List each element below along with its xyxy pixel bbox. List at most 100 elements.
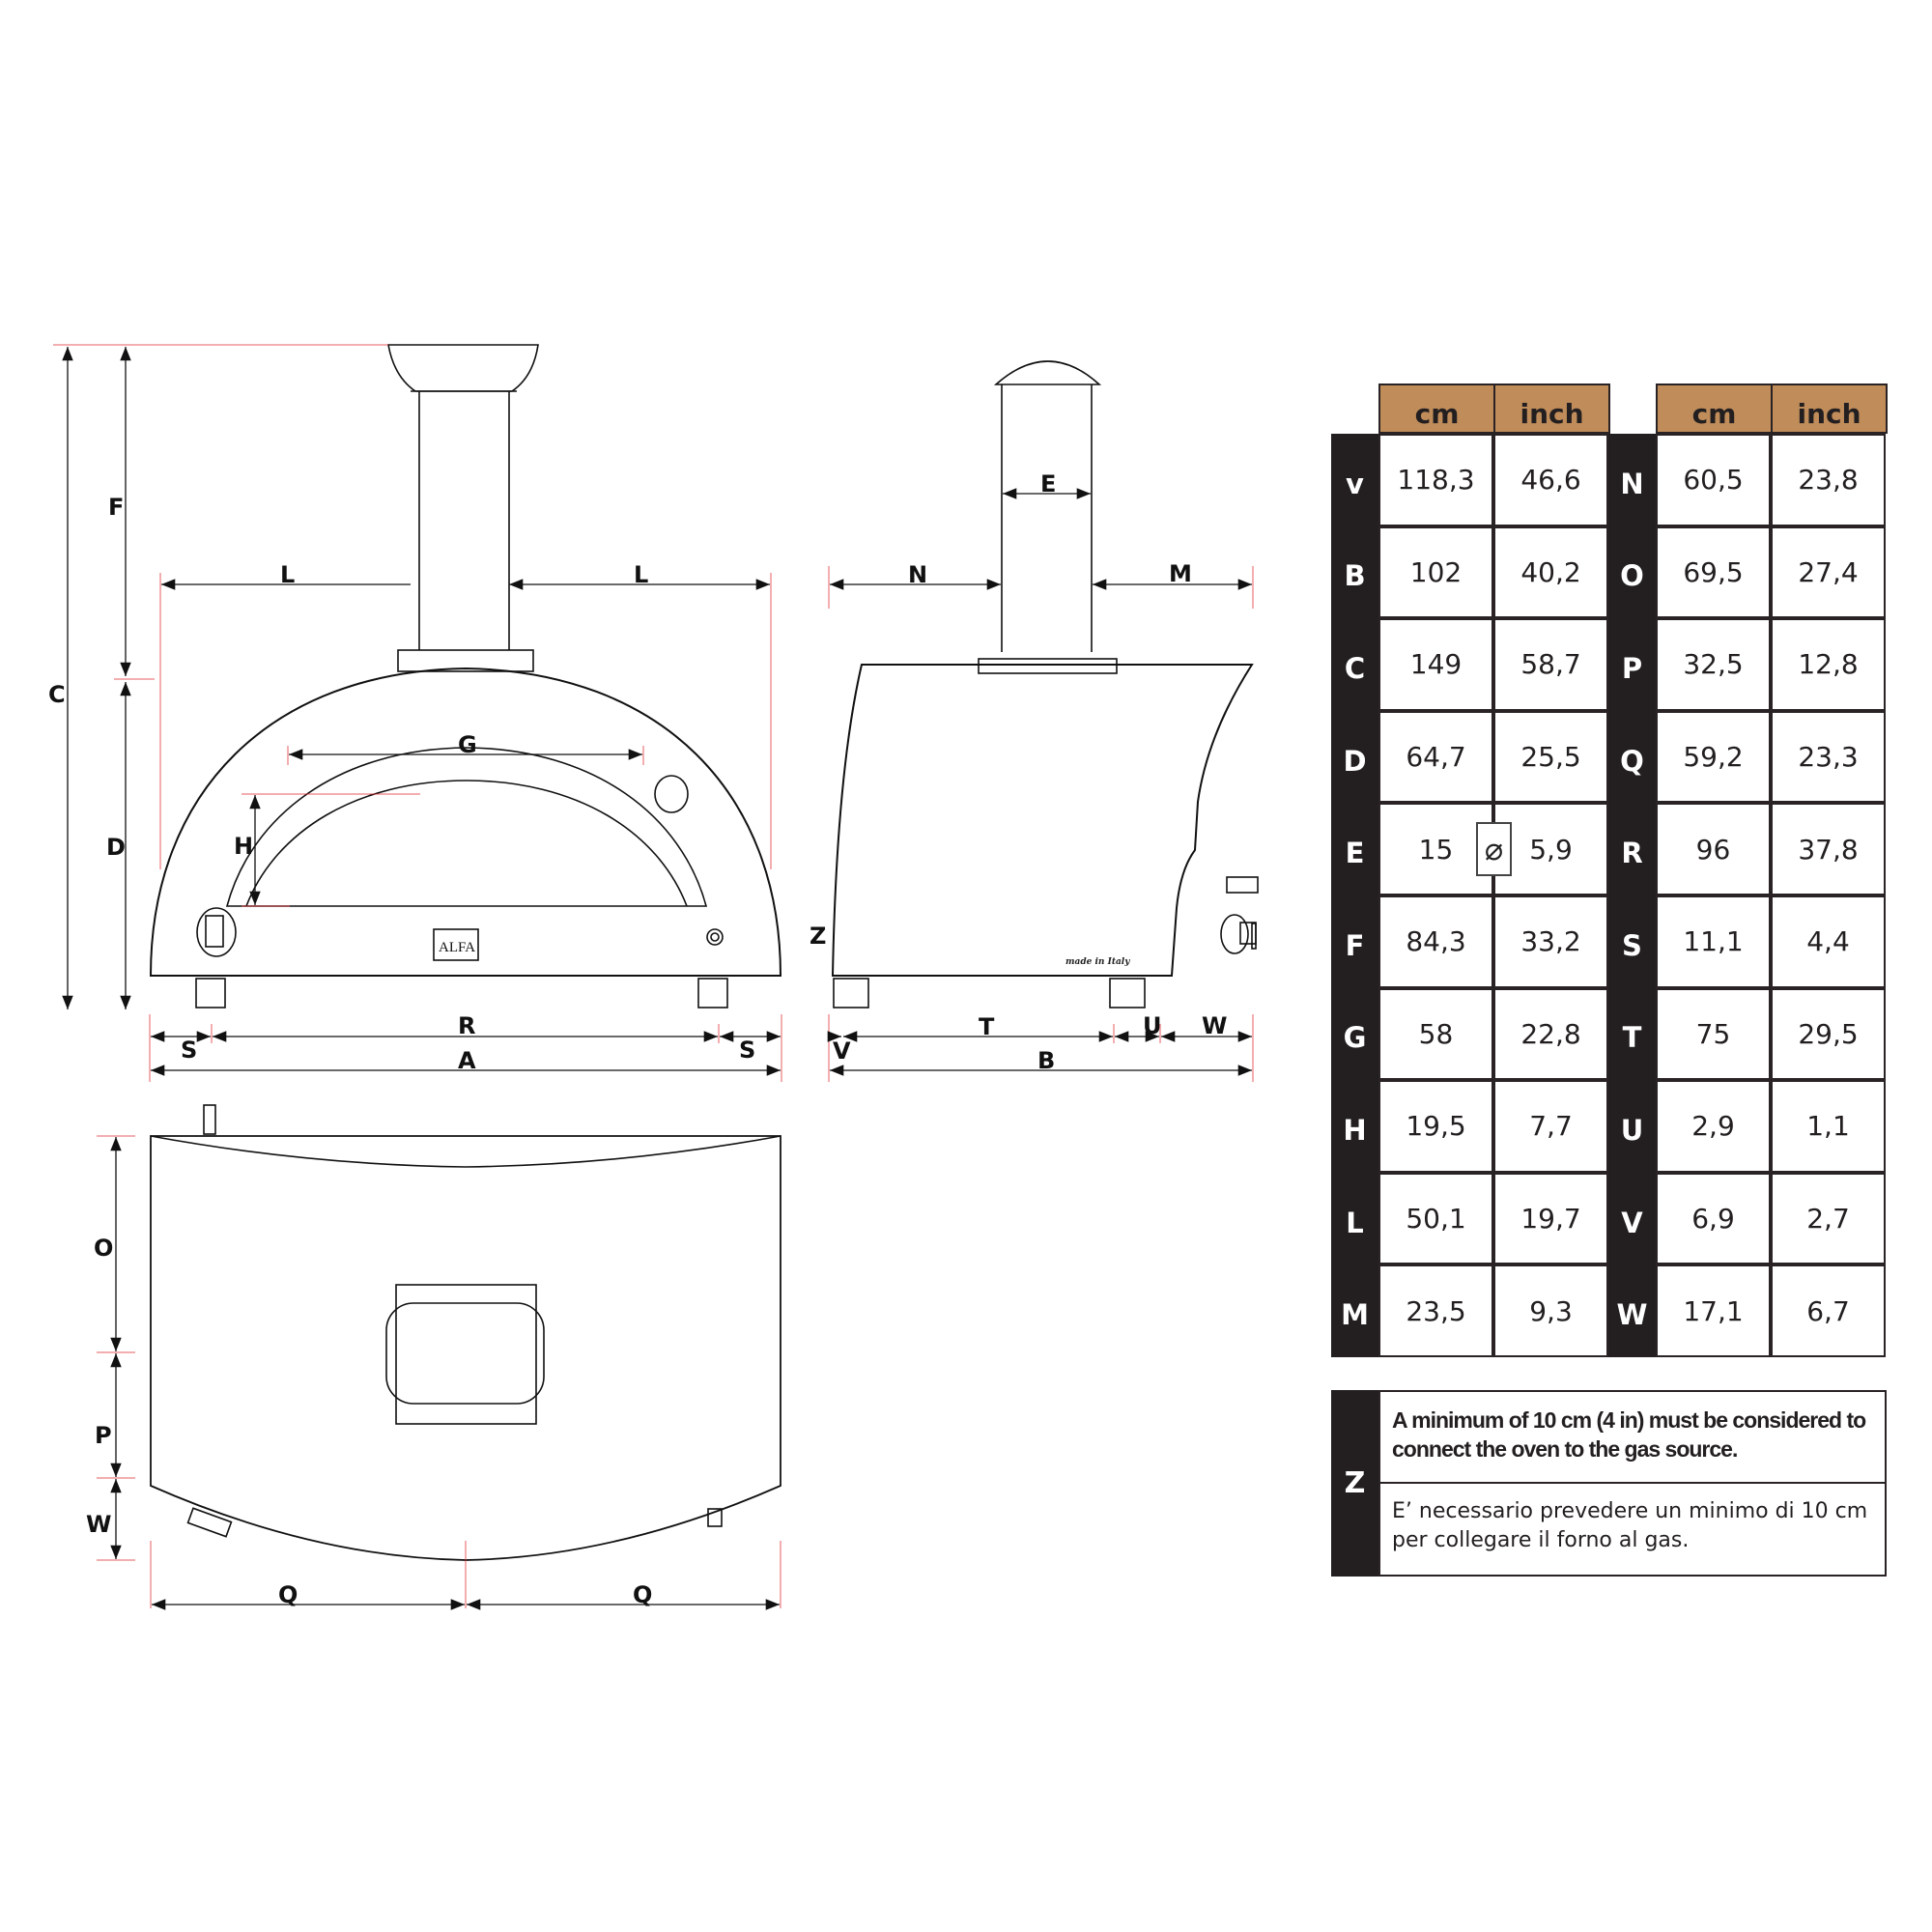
row-key: G — [1343, 1021, 1367, 1055]
dim-label-L-right: L — [634, 561, 648, 588]
cell-cm: 84,3 — [1378, 895, 1493, 988]
row-key: L — [1346, 1206, 1364, 1239]
cell-inch: 58,7 — [1493, 618, 1608, 711]
cell-cm: 59,2 — [1656, 710, 1771, 804]
dim-label-S-right: S — [739, 1037, 755, 1064]
row-key: D — [1343, 744, 1367, 778]
cell-inch: 40,2 — [1493, 526, 1608, 619]
dim-label-D: D — [106, 834, 126, 861]
cell-cm: 2,9 — [1656, 1080, 1771, 1173]
note-key: Z — [1331, 1390, 1378, 1577]
note-italian: E’ necessario prevedere un minimo di 10 … — [1378, 1482, 1887, 1577]
cell-cm: 6,9 — [1656, 1172, 1771, 1265]
row-key: R — [1621, 837, 1643, 870]
cell-cm: 15 — [1378, 803, 1493, 895]
header-inch-left: inch — [1493, 384, 1610, 434]
cell-inch: 23,8 — [1771, 434, 1886, 526]
cell-inch: 5,9 — [1493, 803, 1608, 895]
dim-label-R: R — [458, 1012, 475, 1039]
row-key: N — [1620, 467, 1644, 500]
front-view — [149, 344, 782, 1009]
row-key: V — [1621, 1206, 1643, 1239]
alfa-logo: ALFA — [439, 940, 475, 955]
dim-label-W-side: W — [1202, 1012, 1227, 1039]
cell-inch: 27,4 — [1771, 526, 1886, 619]
cell-inch: 29,5 — [1771, 987, 1886, 1081]
dim-label-Z: Z — [810, 923, 826, 950]
row-key: P — [1621, 651, 1643, 685]
cell-inch: 19,7 — [1493, 1172, 1608, 1265]
cell-cm: 64,7 — [1378, 710, 1493, 804]
row-key: H — [1343, 1113, 1367, 1147]
cell-cm: 149 — [1378, 618, 1493, 711]
cell-cm: 19,5 — [1378, 1080, 1493, 1173]
dim-label-G: G — [458, 731, 477, 758]
dim-label-Q-right: Q — [633, 1581, 652, 1608]
cell-inch: 23,3 — [1771, 710, 1886, 804]
dim-label-L-left: L — [280, 561, 295, 588]
cell-inch: 9,3 — [1493, 1264, 1608, 1357]
cell-cm: 23,5 — [1378, 1264, 1493, 1357]
cell-cm: 50,1 — [1378, 1172, 1493, 1265]
row-key: C — [1344, 651, 1366, 685]
row-key: Q — [1620, 744, 1644, 778]
cell-inch: 37,8 — [1771, 803, 1886, 895]
cell-cm: 69,5 — [1656, 526, 1771, 619]
dim-label-M: M — [1169, 560, 1192, 587]
cell-cm: 118,3 — [1378, 434, 1493, 526]
cell-inch: 1,1 — [1771, 1080, 1886, 1173]
note-english: A minimum of 10 cm (4 in) must be consid… — [1378, 1390, 1887, 1484]
row-key: F — [1345, 928, 1365, 962]
cell-inch: 7,7 — [1493, 1080, 1608, 1173]
made-in-italy-stamp: made in Italy — [1065, 957, 1130, 967]
cell-inch: 22,8 — [1493, 987, 1608, 1081]
dim-label-S-left: S — [181, 1037, 197, 1064]
side-view — [831, 360, 1259, 1009]
header-cm-left: cm — [1378, 384, 1495, 434]
header-inch-right: inch — [1771, 384, 1888, 434]
cell-inch: 6,7 — [1771, 1264, 1886, 1357]
dim-label-T: T — [979, 1013, 995, 1040]
dim-label-A: A — [458, 1047, 476, 1074]
letter-column-left — [1331, 434, 1378, 1357]
dim-label-V: V — [833, 1037, 851, 1065]
cell-inch: 12,8 — [1771, 618, 1886, 711]
row-key: v — [1346, 467, 1364, 500]
cell-cm: 11,1 — [1656, 895, 1771, 988]
cell-cm: 102 — [1378, 526, 1493, 619]
cell-inch: 46,6 — [1493, 434, 1608, 526]
dim-label-W-top: W — [86, 1511, 111, 1538]
cell-cm: 60,5 — [1656, 434, 1771, 526]
top-view — [150, 1104, 781, 1561]
row-key: O — [1620, 559, 1644, 593]
cell-cm: 58 — [1378, 987, 1493, 1081]
cell-inch: 25,5 — [1493, 710, 1608, 804]
cell-inch: 33,2 — [1493, 895, 1608, 988]
letter-column-right — [1608, 434, 1656, 1357]
cell-cm: 75 — [1656, 987, 1771, 1081]
row-key: S — [1622, 928, 1642, 962]
cell-cm: 17,1 — [1656, 1264, 1771, 1357]
dim-label-O: O — [94, 1235, 113, 1262]
cell-cm: 32,5 — [1656, 618, 1771, 711]
row-key: T — [1622, 1021, 1642, 1055]
row-key: W — [1616, 1298, 1648, 1332]
dim-label-H: H — [234, 833, 253, 860]
cell-inch: 2,7 — [1771, 1172, 1886, 1265]
dim-label-U: U — [1143, 1012, 1162, 1039]
dim-label-F: F — [108, 494, 124, 521]
dim-label-C: C — [48, 681, 66, 708]
row-key: U — [1620, 1113, 1644, 1147]
row-key: M — [1341, 1298, 1369, 1332]
dim-label-B: B — [1037, 1047, 1055, 1074]
gas-connection-note: Z A minimum of 10 cm (4 in) must be cons… — [1331, 1390, 1887, 1577]
dim-label-P: P — [95, 1422, 112, 1449]
cell-inch: 4,4 — [1771, 895, 1886, 988]
cell-cm: 96 — [1656, 803, 1771, 895]
diameter-icon: ⌀ — [1476, 822, 1512, 877]
dim-label-E: E — [1040, 470, 1056, 497]
row-key: B — [1344, 559, 1366, 593]
dim-label-N: N — [908, 561, 927, 588]
header-cm-right: cm — [1656, 384, 1773, 434]
